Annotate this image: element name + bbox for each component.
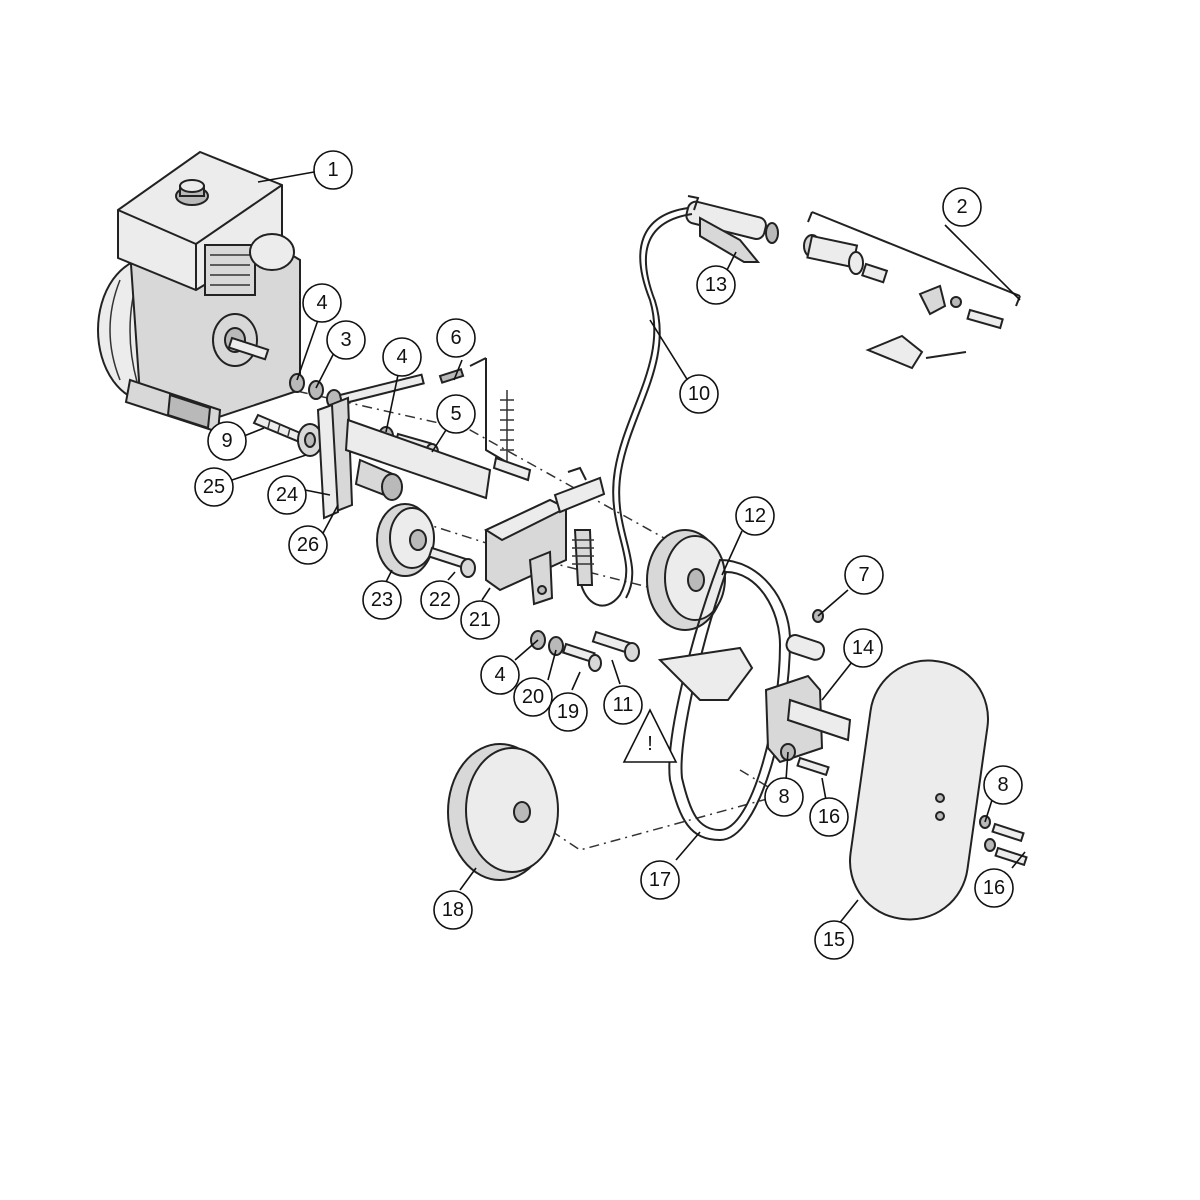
callout-2: 2 bbox=[942, 187, 982, 227]
callout-10: 10 bbox=[679, 374, 719, 414]
washers-19-20 bbox=[530, 630, 602, 672]
callout-17: 17 bbox=[640, 860, 680, 900]
washers-and-spacers bbox=[289, 373, 425, 409]
idler-pulley bbox=[376, 503, 435, 577]
bracket-21 bbox=[483, 466, 606, 606]
callout-1: 1 bbox=[313, 150, 353, 190]
bolt-11 bbox=[591, 630, 640, 662]
svg-text:15: 15 bbox=[823, 929, 845, 951]
frame-plate bbox=[316, 396, 492, 520]
svg-text:12: 12 bbox=[744, 505, 766, 527]
callout-8-left: 8 bbox=[764, 777, 804, 817]
svg-text:25: 25 bbox=[203, 476, 225, 498]
svg-text:23: 23 bbox=[371, 589, 393, 611]
bearing-tube bbox=[354, 458, 403, 501]
callout-23: 23 bbox=[362, 580, 402, 620]
callout-11: 11 bbox=[603, 685, 643, 725]
washer-25 bbox=[297, 423, 323, 457]
callout-26: 26 bbox=[288, 525, 328, 565]
callout-12: 12 bbox=[735, 496, 775, 536]
svg-text:16: 16 bbox=[983, 877, 1005, 899]
callout-18: 18 bbox=[433, 890, 473, 930]
svg-text:21: 21 bbox=[469, 609, 491, 631]
callout-4-upper: 4 bbox=[302, 283, 342, 323]
svg-text:11: 11 bbox=[613, 694, 634, 716]
v-belt bbox=[668, 558, 792, 842]
throttle-lever bbox=[685, 195, 779, 263]
svg-text:26: 26 bbox=[297, 534, 319, 556]
engine bbox=[97, 150, 301, 434]
svg-text:2: 2 bbox=[956, 196, 967, 218]
callout-16-right: 16 bbox=[974, 868, 1014, 908]
leader-lines bbox=[231, 171, 1026, 926]
callout-24: 24 bbox=[267, 475, 307, 515]
callout-19: 19 bbox=[548, 692, 588, 732]
set-screw bbox=[438, 367, 465, 384]
handle-grip-kit bbox=[803, 211, 1021, 370]
svg-text:14: 14 bbox=[852, 637, 874, 659]
callout-16-left: 16 bbox=[809, 797, 849, 837]
svg-text:5: 5 bbox=[450, 403, 461, 425]
svg-text:22: 22 bbox=[429, 589, 451, 611]
pin-7 bbox=[785, 609, 826, 661]
svg-text:6: 6 bbox=[450, 327, 461, 349]
callout-21: 21 bbox=[460, 600, 500, 640]
svg-text:9: 9 bbox=[221, 430, 232, 452]
svg-text:4: 4 bbox=[396, 346, 407, 368]
warning-triangle-label: ! bbox=[647, 733, 653, 755]
belt-guard-bracket bbox=[657, 646, 852, 777]
svg-text:16: 16 bbox=[818, 806, 840, 828]
svg-text:4: 4 bbox=[316, 292, 327, 314]
svg-text:4: 4 bbox=[494, 664, 505, 686]
callout-4-lower: 4 bbox=[480, 655, 520, 695]
svg-text:8: 8 bbox=[778, 786, 789, 808]
belt-cover bbox=[848, 659, 990, 921]
tension-spring bbox=[469, 357, 532, 482]
callout-5: 5 bbox=[436, 394, 476, 434]
svg-text:17: 17 bbox=[649, 869, 671, 891]
svg-text:19: 19 bbox=[557, 701, 579, 723]
svg-text:20: 20 bbox=[522, 686, 544, 708]
callout-14: 14 bbox=[843, 628, 883, 668]
callout-6: 6 bbox=[436, 318, 476, 358]
callout-9: 9 bbox=[207, 421, 247, 461]
callout-15: 15 bbox=[814, 920, 854, 960]
callout-8-right: 8 bbox=[983, 765, 1023, 805]
bolt-22 bbox=[427, 546, 476, 578]
svg-text:13: 13 bbox=[705, 274, 727, 296]
callout-22: 22 bbox=[420, 580, 460, 620]
callout-4-middle: 4 bbox=[382, 337, 422, 377]
callout-3: 3 bbox=[326, 320, 366, 360]
callout-13: 13 bbox=[696, 265, 736, 305]
svg-text:8: 8 bbox=[997, 774, 1008, 796]
svg-text:1: 1 bbox=[327, 159, 338, 181]
svg-text:10: 10 bbox=[688, 383, 710, 405]
svg-text:24: 24 bbox=[276, 484, 298, 506]
callout-20: 20 bbox=[513, 677, 553, 717]
svg-text:18: 18 bbox=[442, 899, 464, 921]
callout-25: 25 bbox=[194, 467, 234, 507]
driven-pulley bbox=[447, 743, 559, 881]
svg-text:3: 3 bbox=[340, 329, 351, 351]
throttle-cable bbox=[572, 207, 693, 607]
svg-text:7: 7 bbox=[858, 564, 869, 586]
callout-7: 7 bbox=[844, 555, 884, 595]
warning-triangle-icon: ! bbox=[622, 708, 678, 763]
